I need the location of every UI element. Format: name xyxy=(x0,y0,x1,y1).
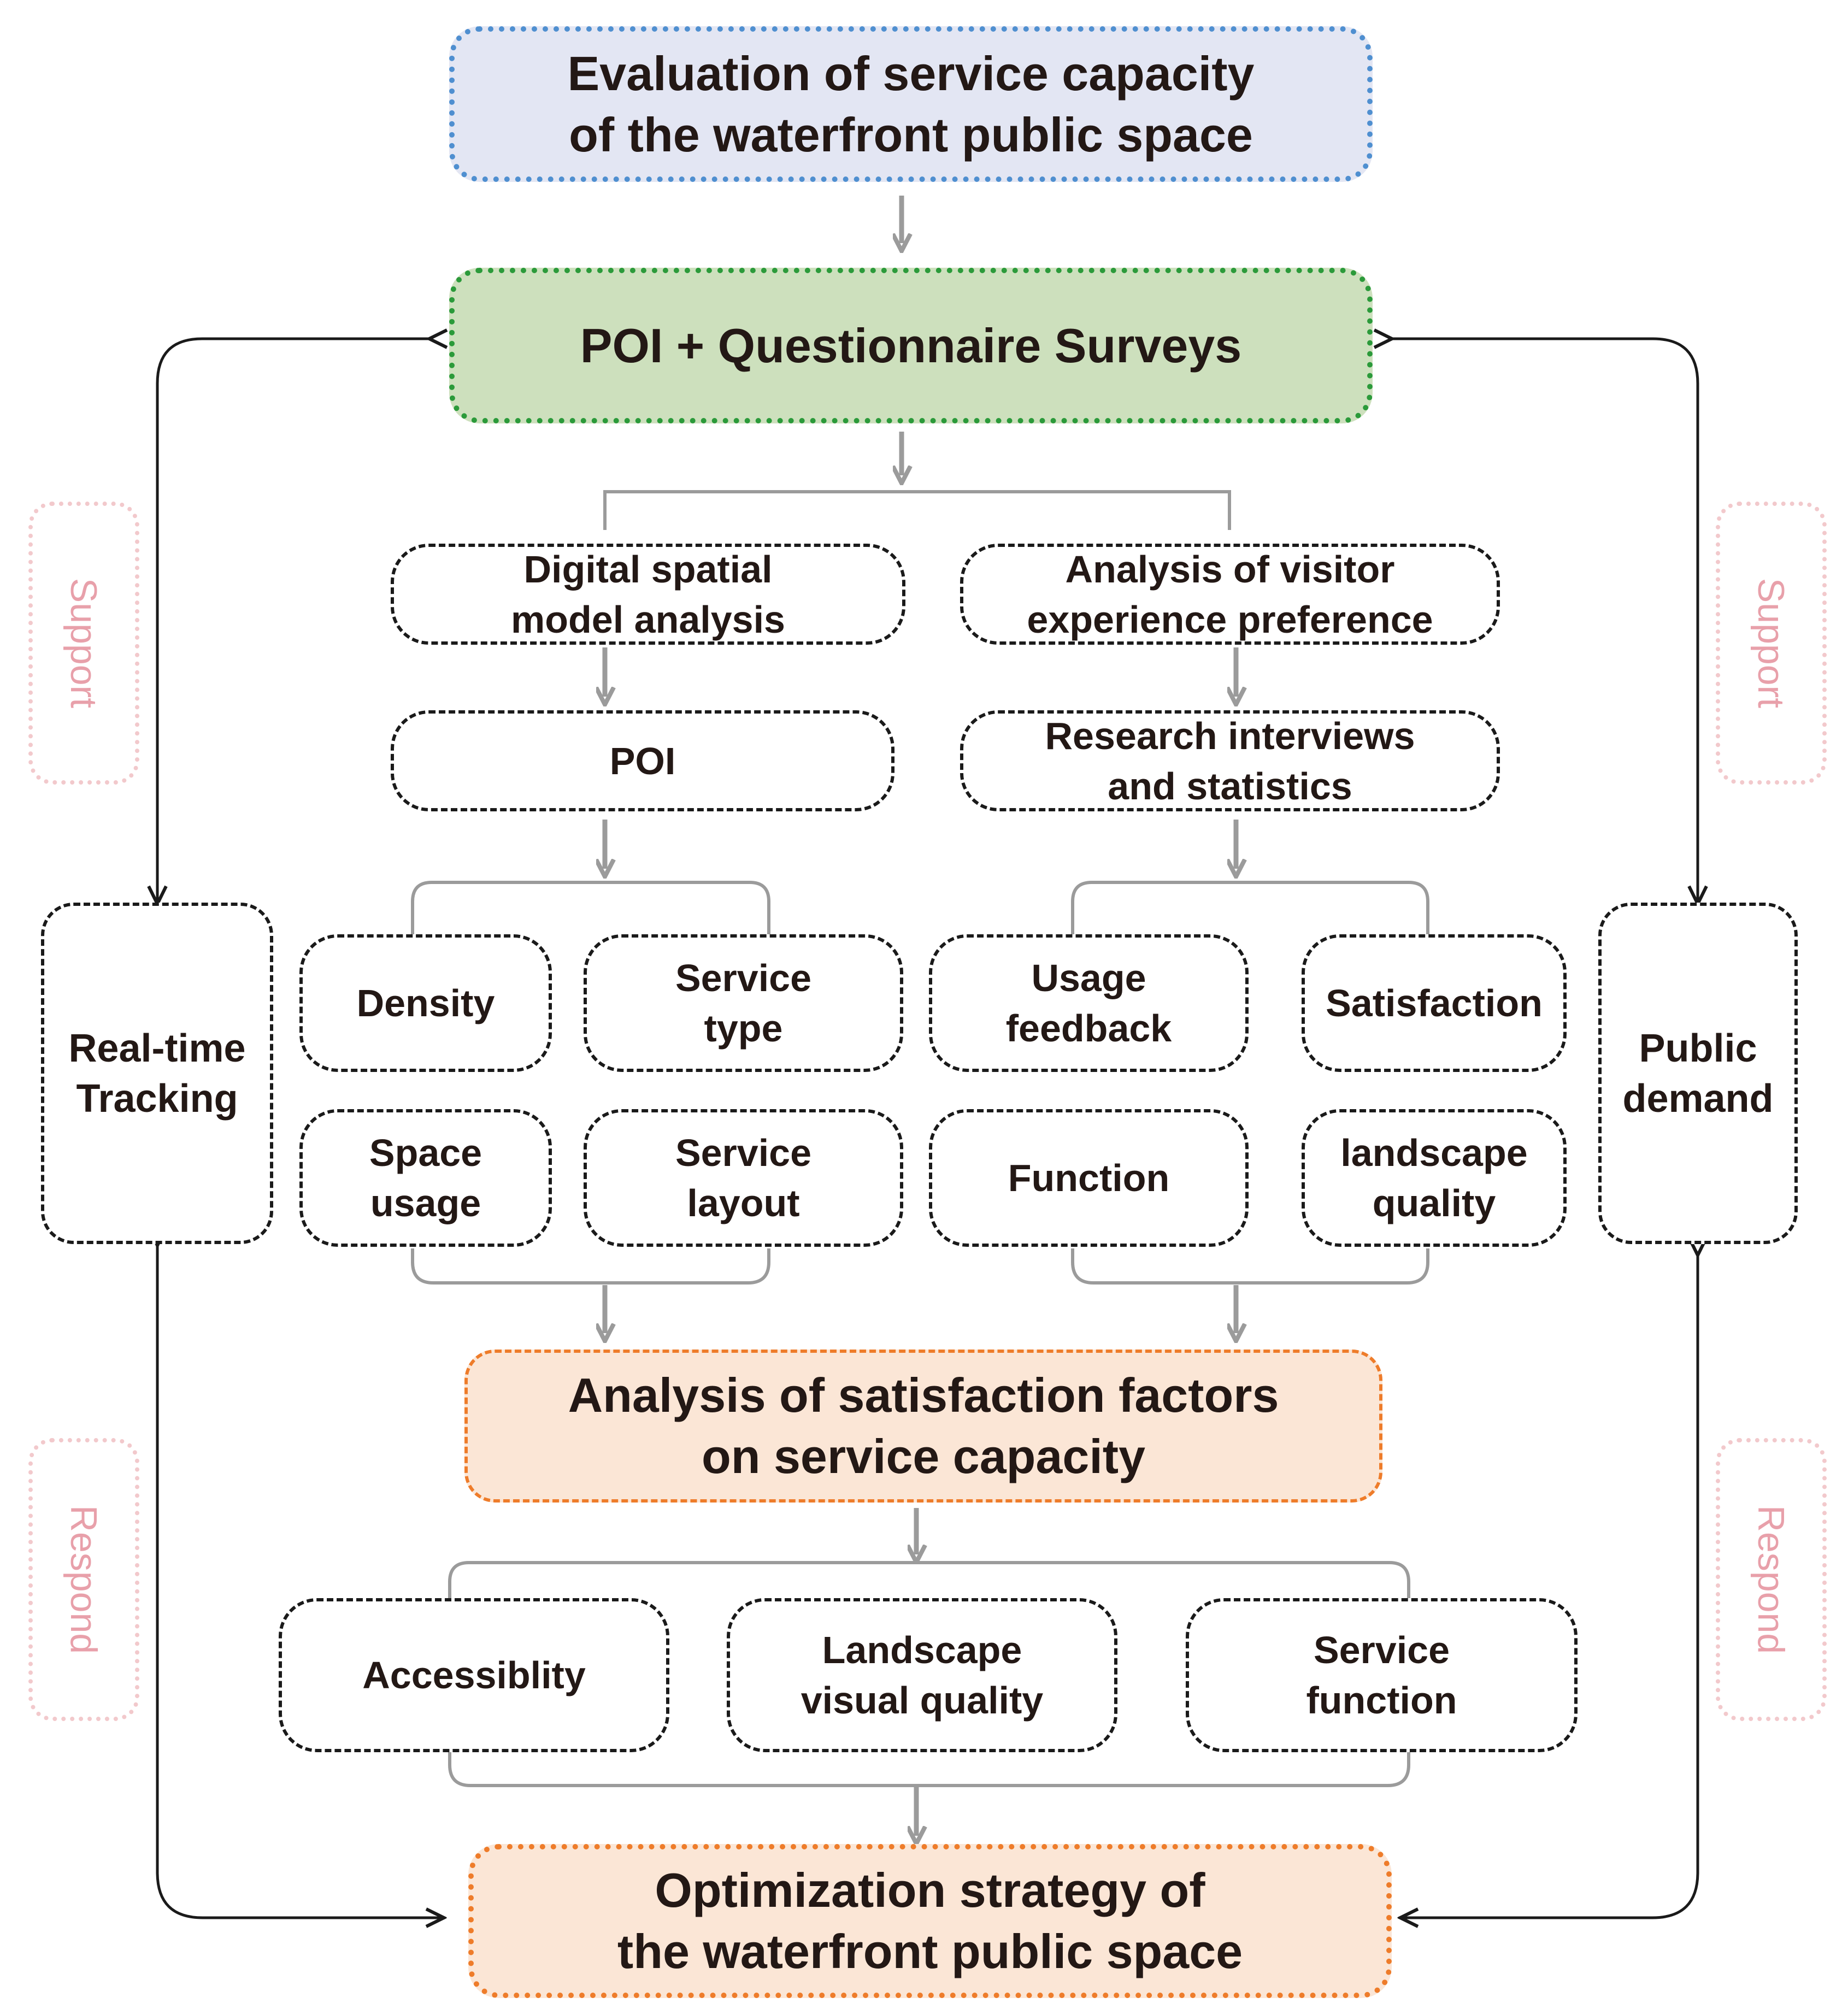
landscape-visual-quality-box: Landscape visual quality xyxy=(727,1598,1117,1752)
interviews-box: Research interviews and statistics xyxy=(960,710,1500,811)
tracking-line-1: Real-time xyxy=(68,1026,246,1070)
accessibility-label: Accessiblity xyxy=(362,1654,586,1696)
title-line-1: Evaluation of service capacity xyxy=(567,46,1255,101)
outcome-bracket-bottom xyxy=(448,1751,1410,1787)
split-bracket-top xyxy=(603,490,1231,530)
service-function-box: Service function xyxy=(1186,1598,1578,1752)
interviews-line-2: and statistics xyxy=(1108,764,1352,808)
left-factor-bracket-bottom xyxy=(411,1248,770,1285)
support-tag-left-label: Support xyxy=(63,578,105,709)
usage-feedback-line-2: feedback xyxy=(1005,1007,1172,1050)
title-line-2: of the waterfront public space xyxy=(569,107,1253,162)
strategy-box: Optimization strategy of the waterfront … xyxy=(468,1844,1392,1998)
loop-survey-to-demand xyxy=(1391,339,1698,903)
visitor-preference-box: Analysis of visitor experience preferenc… xyxy=(960,544,1500,645)
landscape-visual-line-1: Landscape xyxy=(822,1629,1022,1671)
tracking-line-2: Tracking xyxy=(76,1076,238,1121)
space-usage-box: Space usage xyxy=(299,1109,552,1247)
analysis-box: Analysis of satisfaction factors on serv… xyxy=(464,1350,1382,1503)
strategy-line-2: the waterfront public space xyxy=(617,1924,1243,1978)
demand-line-2: demand xyxy=(1622,1076,1774,1121)
landscape-quality-line-1: landscape xyxy=(1340,1132,1528,1174)
poi-label: POI xyxy=(609,739,676,782)
right-factor-bracket-bottom xyxy=(1071,1248,1429,1285)
analysis-line-2: on service capacity xyxy=(701,1429,1146,1483)
visitor-preference-line-2: experience preference xyxy=(1027,598,1433,641)
spatial-model-analysis-box: Digital spatial model analysis xyxy=(391,544,905,645)
left-factor-bracket-top xyxy=(411,881,770,934)
respond-tag-left: Respond xyxy=(28,1438,139,1721)
right-factor-bracket-top xyxy=(1071,881,1429,934)
support-tag-right-label: Support xyxy=(1750,578,1792,709)
landscape-visual-line-2: visual quality xyxy=(801,1679,1044,1722)
poi-box: POI xyxy=(391,710,894,811)
satisfaction-box: Satisfaction xyxy=(1302,934,1567,1072)
usage-feedback-box: Usage feedback xyxy=(929,934,1249,1072)
density-box: Density xyxy=(299,934,552,1072)
density-label: Density xyxy=(356,982,495,1024)
service-layout-box: Service layout xyxy=(584,1109,903,1247)
usage-feedback-line-1: Usage xyxy=(1031,957,1146,999)
public-demand-box: Public demand xyxy=(1598,903,1798,1244)
service-type-box: Service type xyxy=(584,934,903,1072)
service-type-line-1: Service xyxy=(675,957,812,999)
loop-tracking-to-strategy xyxy=(157,1244,443,1918)
analysis-line-1: Analysis of satisfaction factors xyxy=(568,1368,1279,1422)
interviews-line-1: Research interviews xyxy=(1045,714,1415,757)
support-tag-left: Support xyxy=(28,502,139,785)
landscape-quality-box: landscape quality xyxy=(1302,1109,1567,1247)
outcome-bracket-top xyxy=(448,1561,1410,1601)
strategy-line-1: Optimization strategy of xyxy=(655,1863,1205,1917)
spatial-model-line-2: model analysis xyxy=(511,598,785,641)
support-tag-right: Support xyxy=(1716,502,1827,785)
service-type-line-2: type xyxy=(704,1007,783,1050)
service-layout-line-1: Service xyxy=(675,1132,812,1174)
title-box: Evaluation of service capacity of the wa… xyxy=(449,26,1373,182)
landscape-quality-line-2: quality xyxy=(1372,1182,1496,1224)
service-function-line-2: function xyxy=(1306,1679,1457,1722)
loop-survey-to-tracking xyxy=(157,339,431,903)
respond-tag-left-label: Respond xyxy=(63,1505,105,1654)
visitor-preference-line-1: Analysis of visitor xyxy=(1065,547,1395,591)
survey-box: POI + Questionnaire Surveys xyxy=(449,268,1373,423)
service-function-line-1: Service xyxy=(1313,1629,1450,1671)
space-usage-line-1: Space xyxy=(369,1132,482,1174)
satisfaction-label: Satisfaction xyxy=(1326,982,1543,1024)
respond-tag-right-label: Respond xyxy=(1750,1505,1792,1654)
loop-demand-to-strategy xyxy=(1402,1254,1698,1918)
real-time-tracking-box: Real-time Tracking xyxy=(41,903,273,1244)
spatial-model-line-1: Digital spatial xyxy=(523,547,773,591)
space-usage-line-2: usage xyxy=(370,1182,481,1224)
demand-line-1: Public xyxy=(1639,1026,1757,1070)
function-label: Function xyxy=(1008,1157,1170,1199)
respond-tag-right: Respond xyxy=(1716,1438,1827,1721)
accessibility-box: Accessiblity xyxy=(279,1598,669,1752)
survey-label: POI + Questionnaire Surveys xyxy=(580,318,1242,373)
service-layout-line-2: layout xyxy=(687,1182,800,1224)
function-box: Function xyxy=(929,1109,1249,1247)
